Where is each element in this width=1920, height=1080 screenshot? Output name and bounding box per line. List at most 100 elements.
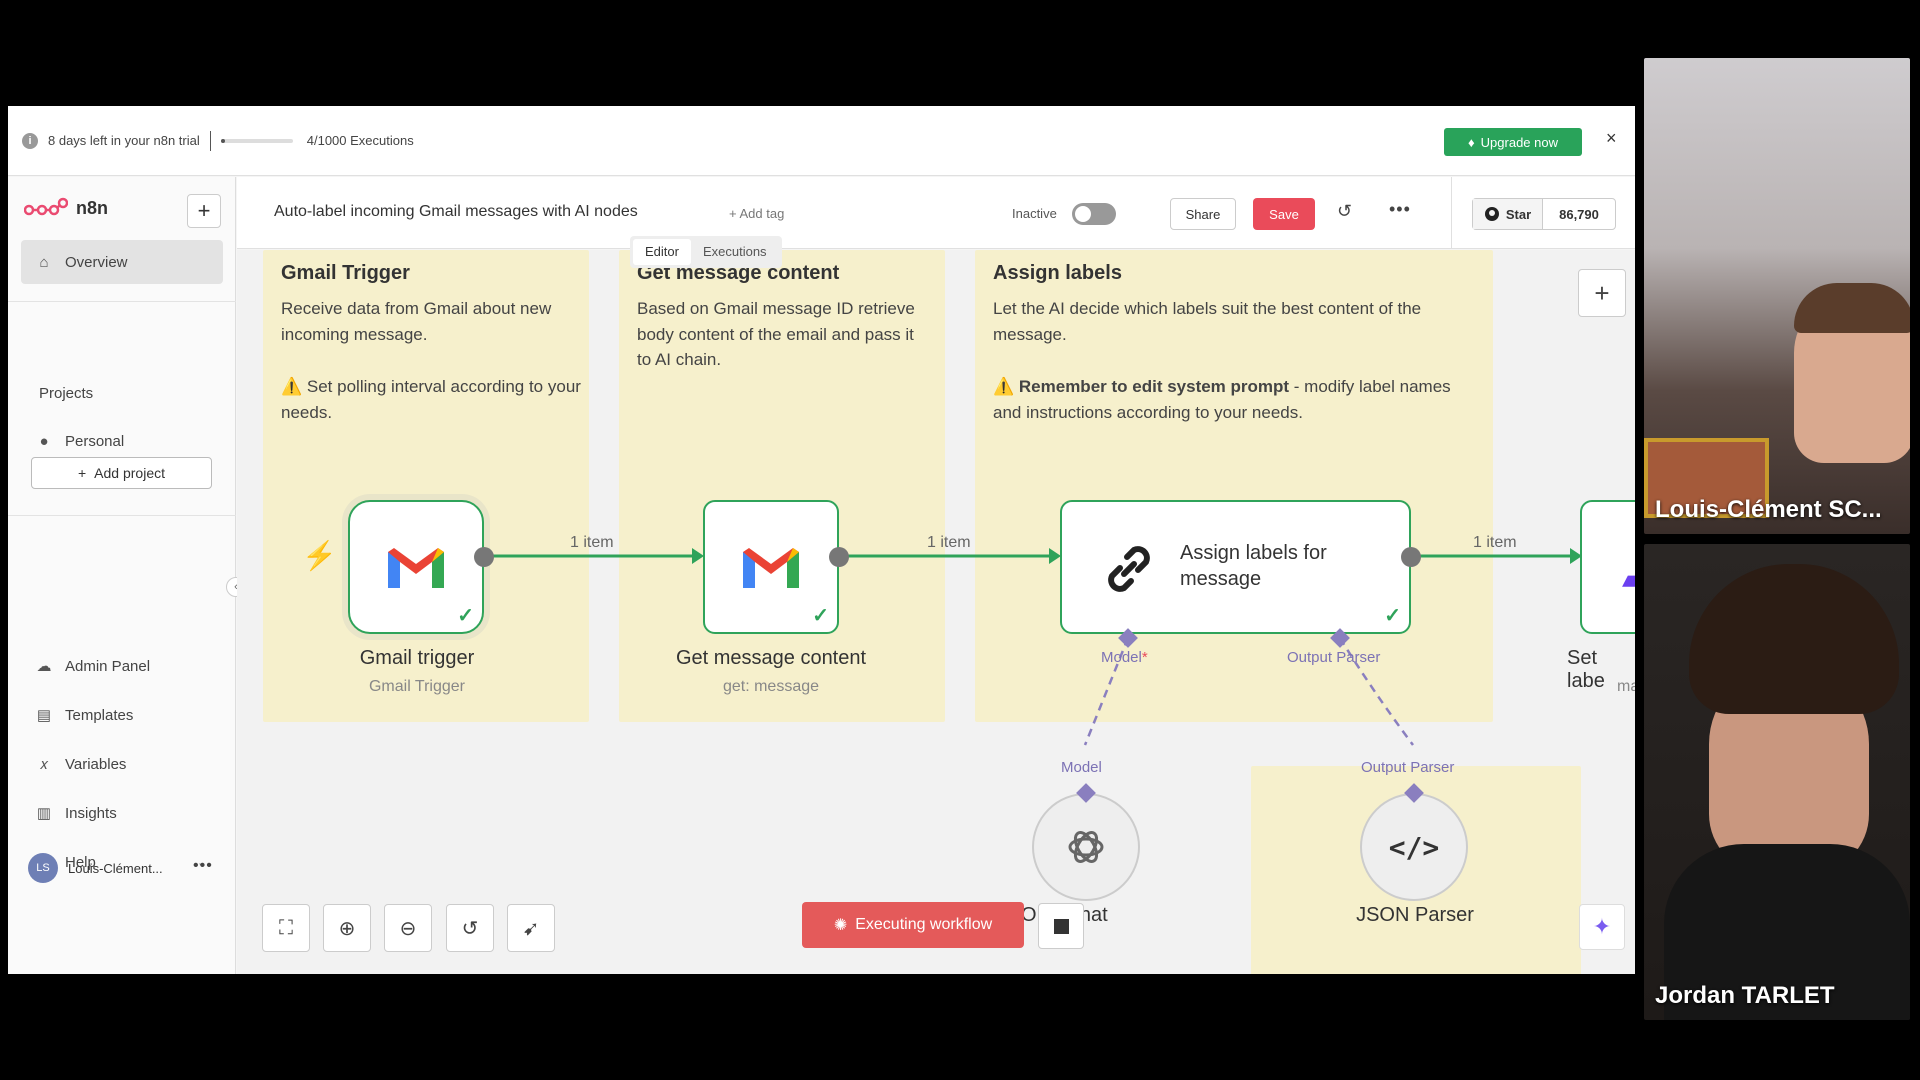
fullscreen-icon: ⛶	[279, 916, 293, 939]
node-subtitle: ma	[1617, 678, 1635, 695]
tab-editor[interactable]: Editor	[633, 239, 691, 265]
executions-progress-bar	[220, 138, 293, 143]
video-tile-participant-2: Jordan TARLET	[1644, 544, 1910, 1020]
sidebar-item-variables[interactable]: 𝑥 Variables	[21, 742, 223, 786]
n8n-logo-icon	[24, 197, 68, 216]
brand-name: n8n	[76, 197, 109, 218]
edge-arrow	[692, 548, 704, 564]
node-openai-chat-model[interactable]	[1032, 793, 1140, 901]
warning-icon: ⚠️	[993, 377, 1019, 396]
sticky-note-gmail-trigger[interactable]: Gmail Trigger Receive data from Gmail ab…	[263, 250, 589, 722]
active-toggle[interactable]	[1072, 203, 1116, 225]
openai-icon	[1068, 831, 1104, 863]
projects-heading: Projects	[39, 385, 94, 402]
user-more-icon[interactable]: •••	[193, 857, 213, 874]
participant-name: Jordan TARLET	[1655, 982, 1835, 1009]
workflow-canvas[interactable]: Gmail Trigger Receive data from Gmail ab…	[237, 250, 1635, 974]
sticky-body: Let the AI decide which labels suit the …	[993, 299, 1422, 344]
link-chain-icon	[1108, 546, 1150, 592]
workflow-header: Auto-label incoming Gmail messages with …	[237, 177, 1635, 249]
tidy-up-button[interactable]: ➹	[507, 904, 555, 952]
sidebar-item-label: Overview	[65, 253, 128, 271]
fit-view-button[interactable]: ⛶	[262, 904, 310, 952]
sticky-title: Assign labels	[993, 262, 1122, 284]
node-get-message-content[interactable]: ✓	[703, 500, 839, 634]
success-check-icon: ✓	[812, 605, 829, 627]
executing-label: Executing workflow	[855, 916, 993, 933]
upgrade-now-button[interactable]: ♦ Upgrade now	[1444, 128, 1582, 156]
toggle-knob	[1075, 206, 1091, 222]
sidebar-item-label: Insights	[65, 804, 117, 822]
parser-connection	[1338, 637, 1415, 746]
node-assign-labels[interactable]: Assign labels for message ✓	[1060, 500, 1411, 634]
github-star-button[interactable]: Star 86,790	[1472, 198, 1616, 230]
sidebar-divider	[8, 515, 236, 516]
sidebar-item-label: Admin Panel	[65, 657, 151, 675]
gmail-icon	[743, 548, 799, 588]
sidebar-item-insights[interactable]: ▥ Insights	[21, 791, 223, 835]
node-json-parser[interactable]: </>	[1360, 793, 1468, 901]
github-star-count: 86,790	[1559, 206, 1599, 222]
sidebar-item-templates[interactable]: ▤ Templates	[21, 693, 223, 737]
node-title: Assign labels for message	[1180, 542, 1327, 590]
more-options-icon[interactable]: •••	[1389, 199, 1411, 219]
add-node-button[interactable]: +	[1578, 269, 1626, 317]
history-icon[interactable]: ↺	[1337, 201, 1353, 221]
active-status-label: Inactive	[1012, 206, 1057, 221]
output-parser-port-label: Output Parser	[1287, 649, 1381, 666]
save-button[interactable]: Save	[1253, 198, 1315, 230]
user-menu[interactable]: LS Louis-Clément...	[28, 853, 163, 883]
output-port[interactable]	[829, 547, 849, 567]
add-project-label: Add project	[94, 465, 165, 481]
n8n-app-window: i 8 days left in your n8n trial 4/1000 E…	[8, 106, 1635, 974]
ai-assistant-button[interactable]: ✦	[1579, 904, 1625, 950]
trial-message: 8 days left in your n8n trial	[48, 133, 200, 148]
trial-banner: i 8 days left in your n8n trial 4/1000 E…	[8, 106, 1635, 176]
create-button[interactable]: +	[187, 194, 221, 228]
sidebar-item-label: Personal	[65, 432, 125, 450]
node-title: Gmail trigger	[359, 647, 475, 669]
node-gmail-trigger[interactable]: ✓	[348, 500, 484, 634]
sub-node-model-label: Model	[1061, 759, 1102, 776]
stop-execution-button[interactable]	[1038, 903, 1084, 949]
spinner-icon: ✺	[833, 917, 848, 934]
info-icon: i	[22, 132, 38, 149]
close-banner-icon[interactable]: ×	[1606, 128, 1617, 148]
zoom-out-icon: ⊖	[399, 917, 417, 940]
edge-arrow	[1049, 548, 1061, 564]
workflow-title[interactable]: Auto-label incoming Gmail messages with …	[274, 203, 638, 220]
n8n-logo[interactable]: n8n	[24, 197, 108, 219]
executions-progress-fill	[220, 138, 225, 143]
user-icon: ●	[39, 432, 49, 450]
sidebar-item-admin-panel[interactable]: ☁ Admin Panel	[21, 644, 223, 688]
stop-icon	[1053, 918, 1069, 934]
executing-workflow-button[interactable]: ✺ Executing workflow	[802, 902, 1024, 948]
warning-rest: - modify label names and instructions ac…	[993, 377, 1451, 422]
node-subtitle: Gmail Trigger	[368, 678, 466, 695]
output-port[interactable]	[474, 547, 494, 567]
sidebar-item-personal[interactable]: ● Personal	[21, 419, 223, 463]
node-set-labels[interactable]: ▰	[1580, 500, 1635, 634]
lightning-icon: ⚡	[302, 540, 337, 571]
zoom-in-button[interactable]: ⊕	[323, 904, 371, 952]
node-title: Get message content	[675, 647, 867, 669]
sidebar: n8n + ⌂ Overview Projects ● Personal + A…	[8, 177, 246, 974]
home-icon: ⌂	[39, 253, 49, 271]
add-project-button[interactable]: + Add project	[31, 457, 212, 489]
add-tag-link[interactable]: + Add tag	[729, 206, 785, 221]
reset-zoom-button[interactable]: ↺	[446, 904, 494, 952]
model-connection	[1083, 637, 1130, 746]
sparkle-icon: ✦	[1592, 914, 1612, 939]
sidebar-item-overview[interactable]: ⌂ Overview	[21, 240, 223, 284]
sticky-note-get-message[interactable]: Get message content Based on Gmail messa…	[619, 250, 945, 722]
sidebar-item-label: Variables	[65, 755, 127, 773]
tab-executions[interactable]: Executions	[702, 244, 767, 259]
share-button[interactable]: Share	[1170, 198, 1236, 230]
sidebar-item-label: Templates	[65, 706, 134, 724]
zoom-out-button[interactable]: ⊖	[384, 904, 432, 952]
sidebar-item-label: Help	[65, 853, 96, 871]
edge-item-count: 1 item	[927, 534, 971, 551]
sticky-note-assign-labels[interactable]: Assign labels Let the AI decide which la…	[975, 250, 1493, 722]
output-port[interactable]	[1401, 547, 1421, 567]
model-port-label: Model*	[1101, 649, 1148, 666]
